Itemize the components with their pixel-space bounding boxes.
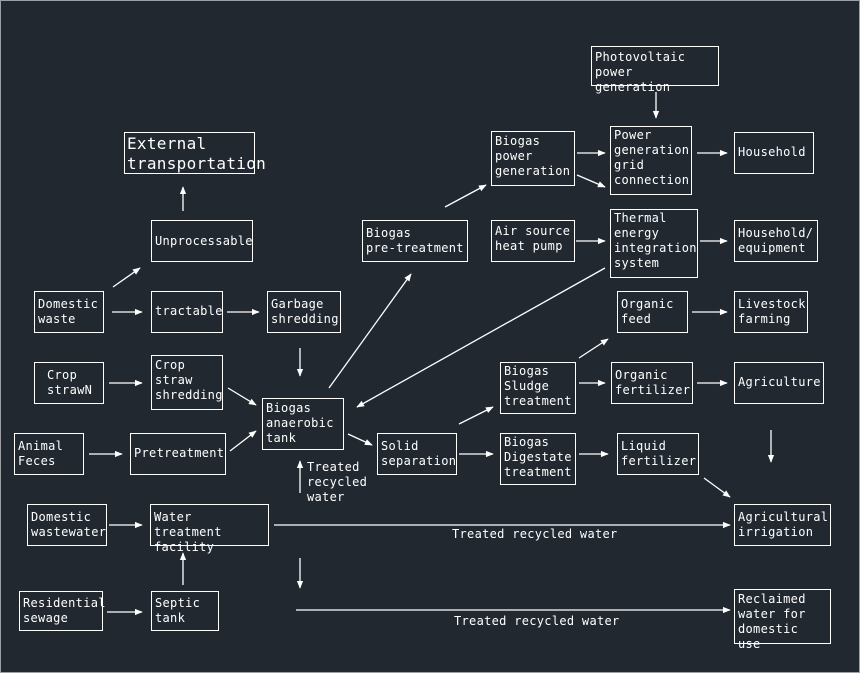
arrow-power-to-thermal — [576, 174, 606, 188]
node-unprocessable: Unprocessable — [151, 220, 253, 262]
node-animal-feces: Animal Feces — [14, 433, 84, 475]
node-crop-straw: Crop strawN — [34, 362, 104, 404]
node-septic-tank: Septic tank — [151, 591, 219, 631]
node-residential-sewage: Residential sewage — [19, 591, 105, 631]
node-domestic-waste: Domestic waste — [34, 291, 104, 333]
node-solid-separation: Solid separation — [377, 433, 457, 475]
node-garbage-shredding: Garbage shredding — [267, 291, 341, 333]
node-biogas-digestate-treatment: Biogas Digestate treatment — [500, 433, 576, 485]
node-biogas-sludge-treatment: Biogas Sludge treatment — [500, 362, 576, 414]
arrow-waste-to-unprocessable — [112, 267, 141, 288]
node-thermal-energy-system: Thermal energy integration system — [610, 209, 698, 278]
arrow-tank-to-separation — [347, 433, 373, 446]
node-domestic-wastewater: Domestic wastewater — [27, 504, 107, 546]
node-biogas-anaerobic-tank: Biogas anaerobic tank — [262, 398, 344, 450]
node-agriculture: Agriculture — [734, 362, 824, 404]
label-treated-recycled-water-vertical: Treated recycled water — [307, 460, 368, 504]
label-treated-recycled-water-reclaimed: Treated recycled water — [454, 614, 620, 628]
arrow-pretreatment-to-tank — [229, 430, 257, 452]
arrow-thermal-to-tank — [356, 267, 606, 408]
node-organic-fertilizer: Organic fertilizer — [611, 362, 693, 404]
arrow-sludge-to-feed — [578, 338, 609, 359]
node-biogas-pretreatment: Biogas pre-treatment — [362, 220, 468, 262]
node-biogas-power-generation: Biogas power generation — [491, 131, 575, 186]
node-crop-straw-shredding: Crop straw shredding — [151, 355, 223, 410]
arrow-tank-to-biogas-pretreatment — [328, 273, 412, 389]
node-external-transportation: External transportation — [124, 132, 266, 174]
arrow-separation-to-sludge — [458, 406, 494, 425]
arrow-crop-shredding-to-tank — [227, 387, 257, 406]
node-household-equipment: Household/ equipment — [734, 220, 818, 262]
node-household: Household — [734, 132, 814, 174]
node-water-treatment-facility: Water treatment facility — [150, 504, 269, 554]
node-agricultural-irrigation: Agricultural irrigation — [734, 504, 831, 546]
node-liquid-fertilizer: Liquid fertilizer — [617, 433, 699, 475]
node-organic-feed: Organic feed — [617, 291, 688, 333]
arrow-liquid-to-irrigation — [703, 477, 731, 498]
node-livestock-farming: Livestock farming — [734, 291, 808, 333]
node-tractable: tractable — [151, 291, 223, 333]
arrow-pretreatment-to-power — [444, 184, 487, 208]
node-air-source-heat-pump: Air source heat pump — [491, 220, 575, 262]
node-reclaimed-water: Reclaimed water for domestic use — [734, 589, 831, 651]
node-pretreatment: Pretreatment — [130, 433, 226, 475]
label-treated-recycled-water-irrigation: Treated recycled water — [452, 527, 618, 541]
node-power-grid-connection: Power generation grid connection — [610, 126, 692, 195]
node-photovoltaic: Photovoltaic power generation — [591, 46, 719, 94]
